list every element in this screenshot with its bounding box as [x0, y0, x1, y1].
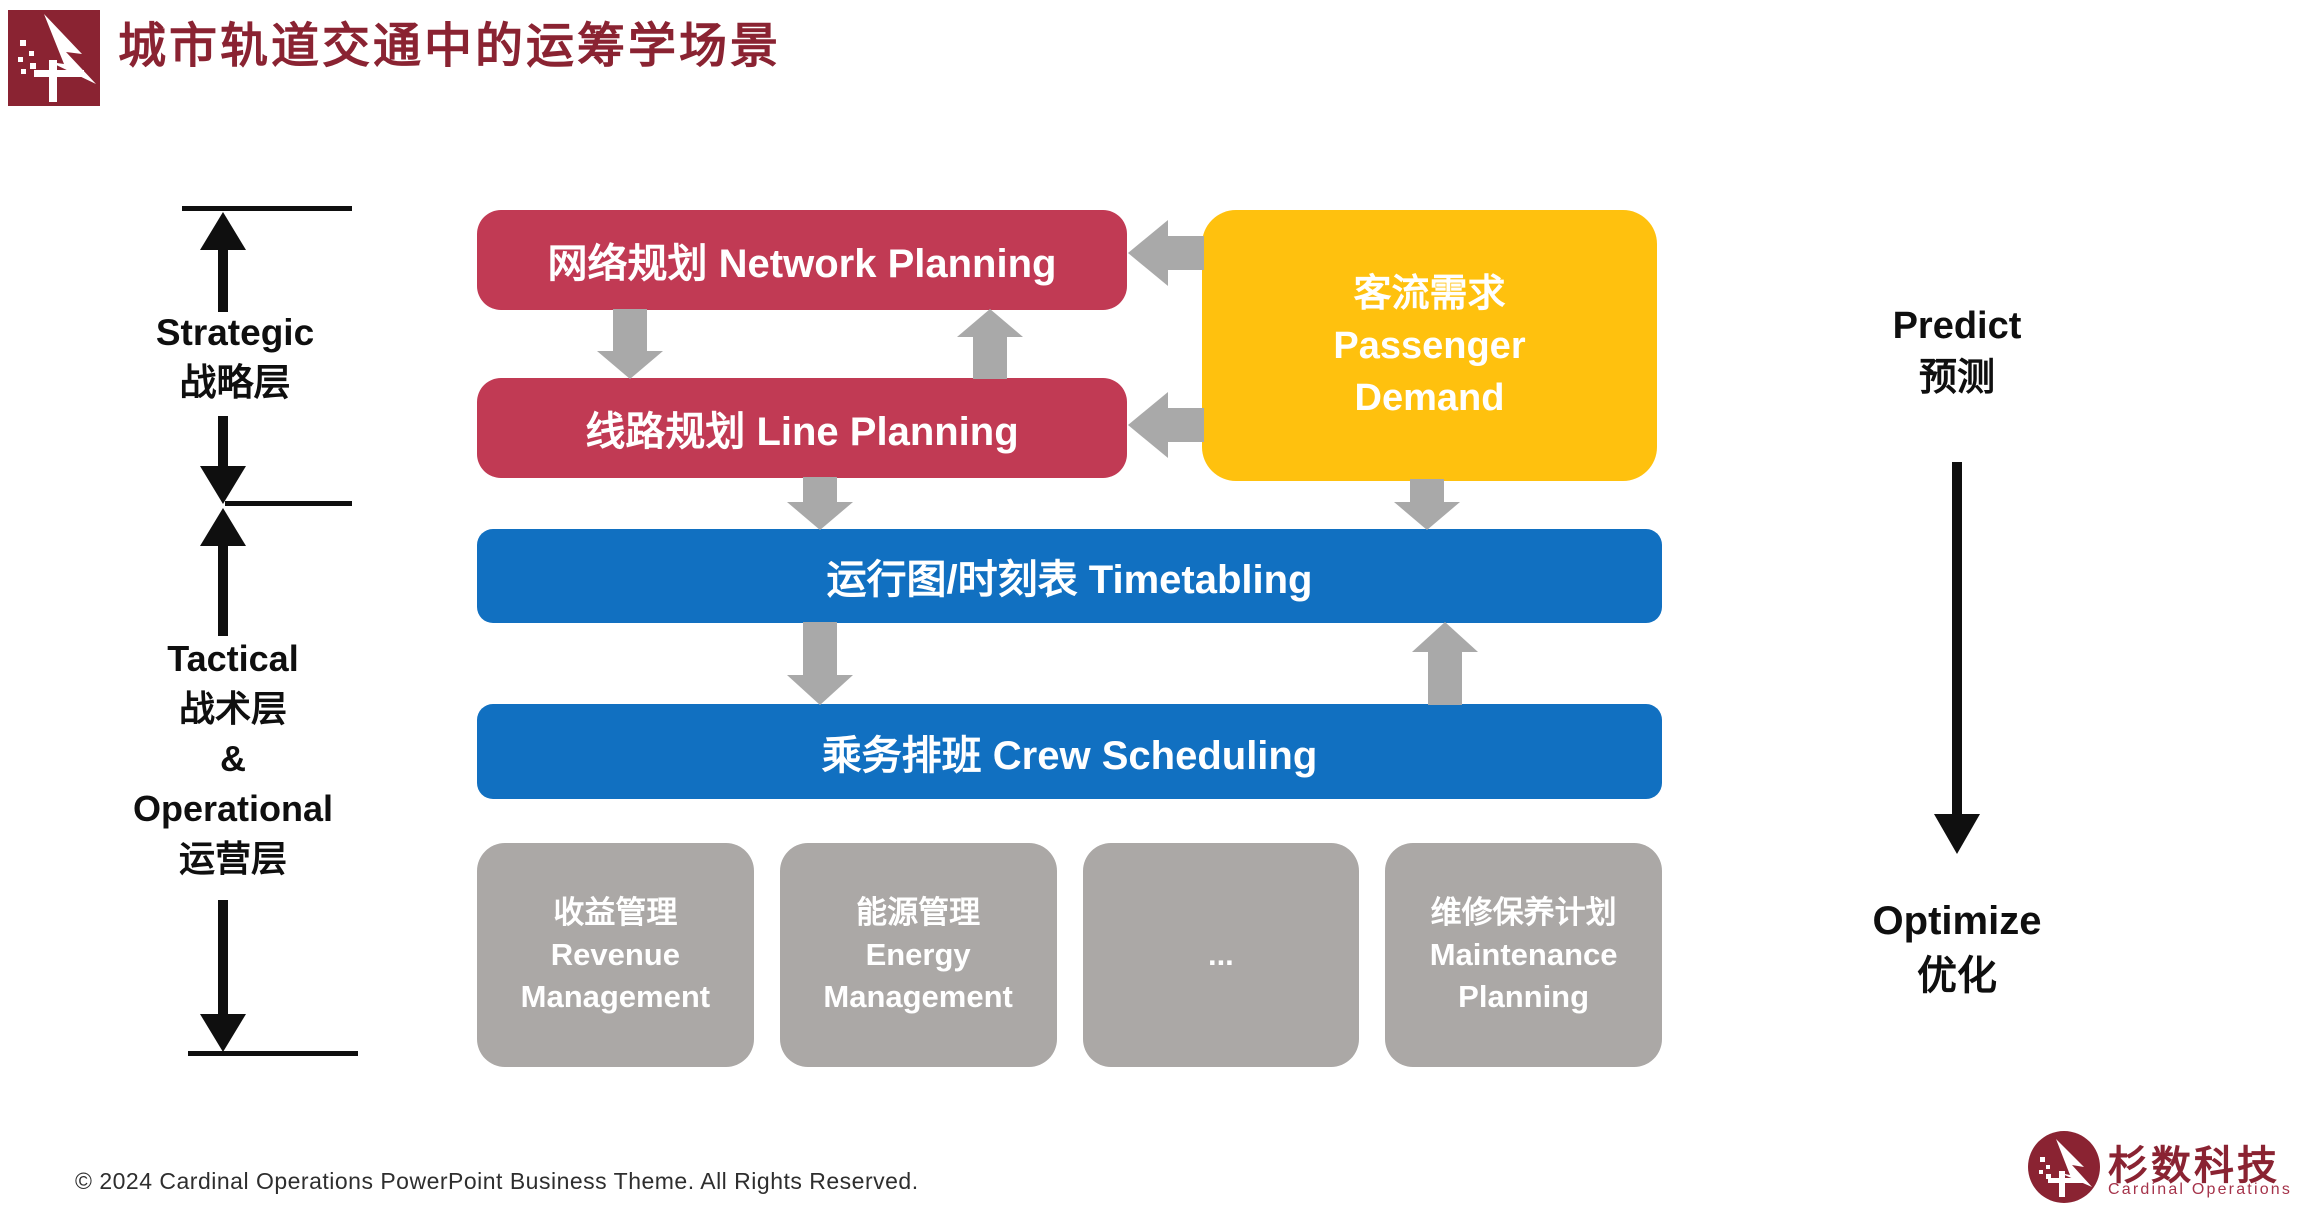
line-planning-box: 线路规划 Line Planning — [477, 378, 1127, 478]
predict-label: Predict 预测 — [1832, 300, 2082, 404]
maintenance-planning-box: 维修保养计划 Maintenance Planning — [1385, 843, 1662, 1067]
line-to-network-arrow-icon — [957, 309, 1023, 379]
optimize-label-zh: 优化 — [1917, 954, 1997, 998]
cardinal-operations-logo-icon — [2028, 1131, 2100, 1203]
company-name-zh: 杉数科技 — [2108, 1144, 2280, 1188]
passenger-demand-label-zh: 客流需求 — [1353, 272, 1506, 315]
network-planning-box: 网络规划 Network Planning — [477, 210, 1127, 310]
revenue-management-en1: Revenue — [550, 937, 680, 972]
energy-management-box: 能源管理 Energy Management — [779, 843, 1057, 1067]
ampersand-label: & — [220, 738, 246, 779]
tactical-label-en: Tactical — [167, 638, 299, 679]
passenger-demand-label-en1: Passenger — [1333, 324, 1526, 367]
strategic-arrow-down-icon — [200, 416, 246, 504]
revenue-management-zh: 收益管理 — [553, 895, 678, 930]
operational-scenarios-row: 收益管理 Revenue Management 能源管理 Energy Mana… — [477, 843, 1662, 1067]
energy-management-en2: Management — [823, 979, 1013, 1014]
energy-management-zh: 能源管理 — [856, 895, 981, 930]
tactical-arrow-up-icon — [200, 508, 246, 636]
crew-scheduling-bar: 乘务排班 Crew Scheduling — [477, 704, 1662, 799]
network-to-line-arrow-icon — [597, 309, 663, 379]
predict-label-zh: 预测 — [1918, 357, 1995, 399]
strategic-label-en: Strategic — [155, 312, 315, 353]
line-planning-label: 线路规划 Line Planning — [585, 410, 1019, 454]
operational-label-en: Operational — [132, 788, 334, 829]
timetabling-bar: 运行图/时刻表 Timetabling — [477, 529, 1662, 623]
energy-management-en1: Energy — [865, 937, 971, 972]
tactical-bottom-line — [188, 1051, 358, 1056]
network-planning-label: 网络规划 Network Planning — [547, 242, 1057, 286]
passenger-demand-box: 客流需求 Passenger Demand — [1202, 210, 1657, 481]
maintenance-planning-zh: 维修保养计划 — [1430, 895, 1617, 930]
revenue-management-box: 收益管理 Revenue Management — [477, 843, 754, 1067]
strategic-label-zh: 战略层 — [179, 362, 291, 403]
company-logo-icon — [8, 10, 100, 106]
ellipsis-box: ... — [1082, 843, 1360, 1067]
operational-label-zh: 运营层 — [178, 838, 287, 879]
passenger-demand-label-en2: Demand — [1354, 376, 1505, 419]
predict-to-optimize-arrow-icon — [1934, 462, 1980, 854]
revenue-management-en2: Management — [520, 979, 711, 1014]
strategic-tactical-divider-line — [225, 501, 352, 506]
strategic-layer-label: Strategic 战略层 — [110, 308, 360, 408]
copyright-note: © 2024 Cardinal Operations PowerPoint Bu… — [75, 1168, 919, 1194]
crew-to-timetabling-arrow-icon — [1412, 622, 1478, 705]
line-to-timetabling-arrow-icon — [787, 477, 853, 530]
maintenance-planning-en2: Planning — [1458, 979, 1590, 1014]
timetabling-label: 运行图/时刻表 Timetabling — [826, 558, 1313, 602]
optimize-label-en: Optimize — [1872, 899, 2042, 943]
optimize-label: Optimize 优化 — [1797, 894, 2117, 1004]
ellipsis-label: ... — [1207, 937, 1234, 972]
demand-to-network-arrow-icon — [1128, 220, 1204, 286]
tactical-arrow-down-icon — [200, 900, 246, 1052]
company-name-en: Cardinal Operations — [2108, 1181, 2293, 1198]
tactical-operational-layer-label: Tactical 战术层 & Operational 运营层 — [103, 634, 363, 884]
cardinal-operations-logo: 杉数科技 Cardinal Operations — [2028, 1131, 2293, 1207]
timetabling-to-crew-arrow-icon — [787, 622, 853, 705]
demand-to-line-arrow-icon — [1128, 392, 1204, 458]
maintenance-planning-en1: Maintenance — [1429, 937, 1618, 972]
crew-scheduling-label: 乘务排班 Crew Scheduling — [821, 733, 1318, 778]
page-title: 城市轨道交通中的运筹学场景 — [118, 20, 782, 73]
strategic-top-line — [182, 206, 352, 211]
tactical-label-zh: 战术层 — [178, 688, 287, 729]
strategic-arrow-up-icon — [200, 212, 246, 312]
demand-to-timetabling-arrow-icon — [1394, 479, 1460, 530]
predict-label-en: Predict — [1892, 305, 2022, 347]
